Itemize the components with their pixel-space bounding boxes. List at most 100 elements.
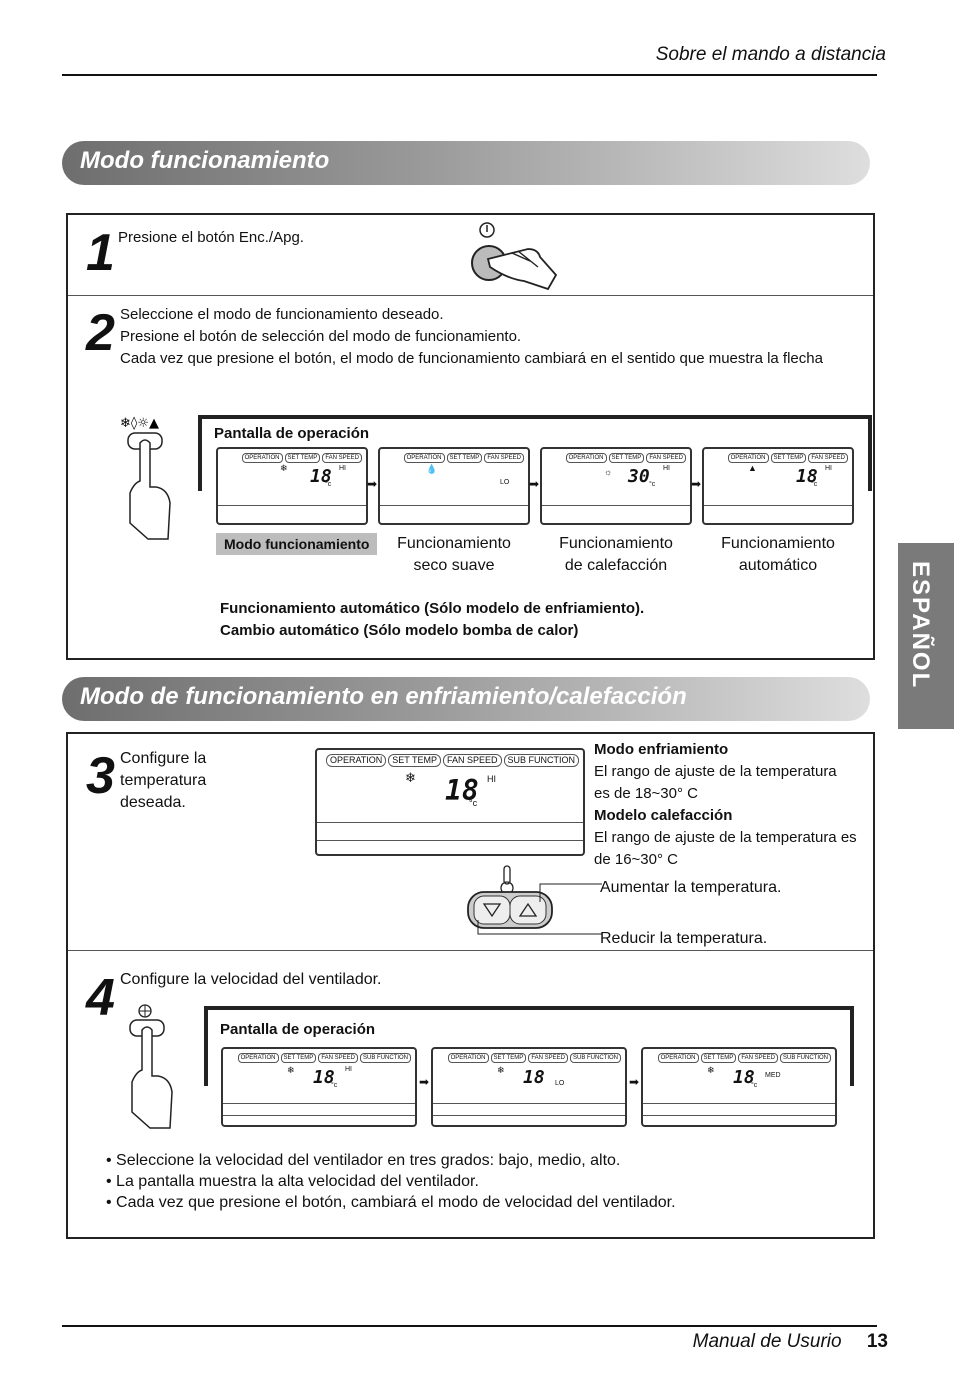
fan-speed-notes: • Seleccione la velocidad del ventilador…	[106, 1150, 676, 1213]
caption-line: automático	[738, 557, 818, 574]
step2-text: Seleccione el modo de funcionamiento des…	[120, 304, 850, 370]
lcd-fan: HI	[663, 465, 670, 472]
lcd-line	[380, 505, 528, 506]
tag-operation: OPERATION	[325, 754, 387, 767]
lcd-line	[223, 1103, 415, 1104]
temp-buttons	[467, 865, 602, 935]
caption-dry: Funcionamiento seco suave	[378, 533, 530, 577]
cool-text: El rango de ajuste de la temperatura	[594, 763, 837, 780]
range-info: Modo enfriamiento El rango de ajuste de …	[594, 739, 869, 871]
lcd-fan: HI	[339, 465, 346, 472]
tag-operation: OPERATION	[565, 453, 607, 463]
lcd-fan: MED	[765, 1072, 781, 1079]
tag-operation: OPERATION	[403, 453, 445, 463]
tag-operation: OPERATION	[727, 453, 769, 463]
footer-manual: Manual de Usurio	[692, 1331, 842, 1352]
tag-set-temp: SET TEMP	[388, 754, 441, 767]
tag-set-temp: SET TEMP	[284, 453, 321, 463]
step2-number: 2	[86, 304, 115, 362]
cool-title: Modo enfriamiento	[594, 741, 729, 758]
lcd-temp: 18	[733, 1067, 755, 1088]
caption-heat: Funcionamiento de calefacción	[540, 533, 692, 577]
lcd-unit: °c	[751, 1082, 758, 1089]
lcd-line	[704, 505, 852, 506]
auto-icon: ▲	[748, 463, 757, 473]
lcd-line	[643, 1103, 835, 1104]
lcd-line	[223, 1115, 415, 1116]
list-item: • La pantalla muestra la alta velocidad …	[106, 1173, 479, 1190]
tag-sub-function: SUB FUNCTION	[503, 754, 579, 767]
section1-title: Modo funcionamiento	[80, 147, 330, 174]
lcd-tags: OPERATION SET TEMP FAN SPEED	[565, 453, 686, 463]
lcd-auto: OPERATION SET TEMP FAN SPEED ▲ 18 °c HI	[702, 447, 854, 525]
heat-text: de 16~30° C	[594, 851, 678, 868]
step3-line: temperatura	[120, 772, 207, 789]
lcd-fan-med: OPERATION SET TEMP FAN SPEED SUB FUNCTIO…	[641, 1047, 837, 1127]
lcd-line	[433, 1103, 625, 1104]
up-label: Aumentar la temperatura.	[600, 879, 782, 896]
section2-title: Modo de funcionamiento en enfriamiento/c…	[80, 683, 687, 710]
lcd-unit: °c	[811, 481, 818, 488]
arrow-right-icon: ➡	[419, 1075, 430, 1089]
step3-number: 3	[86, 747, 115, 805]
tag-operation: OPERATION	[237, 1053, 279, 1063]
arrow-right-icon: ➡	[529, 477, 540, 491]
step2-line3: Cada vez que presione el botón, el modo …	[120, 350, 823, 367]
lcd-line	[433, 1115, 625, 1116]
lcd-fan: LO	[555, 1080, 565, 1087]
tag-operation: OPERATION	[447, 1053, 489, 1063]
lcd-tags: OPERATION SET TEMP FAN SPEED SUB FUNCTIO…	[325, 754, 579, 767]
language-tab-label: ESPAÑOL	[907, 561, 934, 690]
caption-auto: Funcionamiento automático	[702, 533, 854, 577]
lcd-set-temp: OPERATION SET TEMP FAN SPEED SUB FUNCTIO…	[315, 748, 585, 856]
tag-set-temp: SET TEMP	[280, 1053, 317, 1063]
tag-sub-function: SUB FUNCTION	[360, 1053, 411, 1063]
lcd-fan: HI	[345, 1066, 352, 1073]
tag-fan-speed: FAN SPEED	[808, 453, 848, 463]
mode-button-hand-icon: ❄◊☼▲	[120, 416, 171, 540]
lcd-fan-hi: OPERATION SET TEMP FAN SPEED SUB FUNCTIO…	[221, 1047, 417, 1127]
lcd-fan-lo: OPERATION SET TEMP FAN SPEED SUB FUNCTIO…	[431, 1047, 627, 1127]
lcd-line	[542, 505, 690, 506]
step4-screen-title: Pantalla de operación	[220, 1021, 376, 1038]
caption-line: Funcionamiento	[397, 535, 511, 552]
section1-box: 1 Presione el botón Enc./Apg. 2 Seleccio…	[66, 213, 875, 660]
tag-set-temp: SET TEMP	[446, 453, 483, 463]
step1-number: 1	[86, 224, 115, 282]
fan-button-hand-icon	[129, 1004, 173, 1129]
caption-line: Funcionamiento	[721, 535, 835, 552]
tag-set-temp: SET TEMP	[608, 453, 645, 463]
power-button-hand-icon	[471, 222, 558, 291]
step2-line1: Seleccione el modo de funcionamiento des…	[120, 306, 444, 323]
cool-text: es de 18~30° C	[594, 785, 698, 802]
lcd-temp: 30	[628, 466, 650, 487]
lcd-line	[643, 1115, 835, 1116]
step4-number: 4	[86, 969, 115, 1027]
tag-fan-speed: FAN SPEED	[484, 453, 524, 463]
lcd-temp: 18	[523, 1067, 545, 1088]
heat-text: El rango de ajuste de la temperatura es	[594, 829, 857, 846]
running-header: Sobre el mando a distancia	[655, 44, 886, 65]
step2-screen-title: Pantalla de operación	[214, 425, 370, 442]
step2-line2: Presione el botón de selección del modo …	[120, 328, 522, 345]
lcd-line	[317, 822, 583, 823]
arrow-right-icon: ➡	[367, 477, 378, 491]
tag-sub-function: SUB FUNCTION	[780, 1053, 831, 1063]
lcd-tags: OPERATION SET TEMP FAN SPEED	[727, 453, 848, 463]
tag-operation: OPERATION	[241, 453, 283, 463]
arrow-right-icon: ➡	[629, 1075, 640, 1089]
tag-set-temp: SET TEMP	[490, 1053, 527, 1063]
lcd-unit: °c	[331, 1082, 338, 1089]
lcd-tags: OPERATION SET TEMP FAN SPEED SUB FUNCTIO…	[657, 1053, 831, 1063]
lcd-tags: OPERATION SET TEMP FAN SPEED SUB FUNCTIO…	[237, 1053, 411, 1063]
section2-banner: Modo de funcionamiento en enfriamiento/c…	[62, 677, 870, 721]
footer: Manual de Usurio 13	[693, 1331, 888, 1353]
auto-note-1: Funcionamiento automático (Sólo modelo d…	[220, 600, 645, 617]
snowflake-icon: ❄	[280, 463, 288, 473]
lcd-temp: 18	[796, 466, 818, 487]
auto-note-2: Cambio automático (Sólo modelo bomba de …	[220, 622, 579, 639]
caption-line: seco suave	[413, 557, 495, 574]
step3-text: Configure la temperatura deseada.	[120, 748, 206, 814]
lcd-unit: °c	[469, 798, 478, 808]
lcd-tags: OPERATION SET TEMP FAN SPEED	[403, 453, 524, 463]
